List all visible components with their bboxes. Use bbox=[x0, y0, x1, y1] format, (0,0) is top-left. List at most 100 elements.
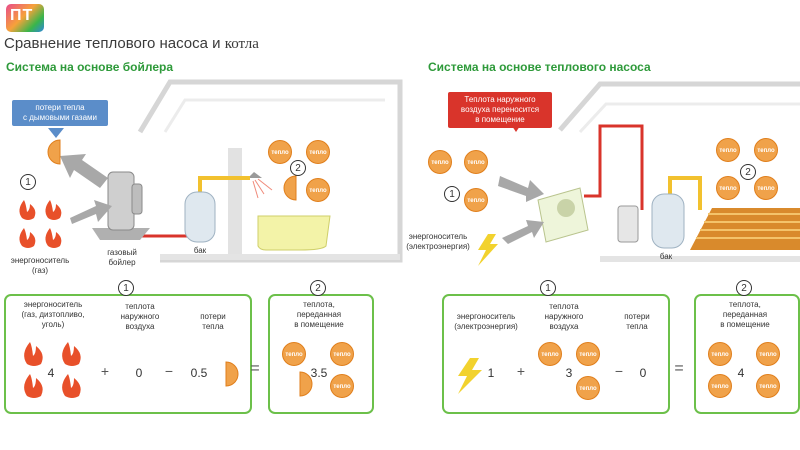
shower-head bbox=[248, 172, 262, 178]
left-energy-label: энергоноситель (газ) bbox=[10, 256, 70, 275]
left-plus: + bbox=[100, 363, 110, 379]
right-hot-pipe bbox=[668, 176, 702, 210]
right-heading: Система на основе теплового насоса bbox=[428, 60, 651, 74]
right-formula-result-label: теплота, переданная в помещение bbox=[720, 300, 770, 329]
boiler-label: газовый бойлер bbox=[107, 248, 137, 267]
heat-token: тепло bbox=[754, 138, 778, 162]
logo-text: ПТ bbox=[10, 7, 34, 24]
left-formula-energy-label: энергоноситель (газ, дизтопливо, уголь) bbox=[21, 300, 85, 329]
marker-2: 2 bbox=[310, 280, 326, 296]
heat-token: тепло bbox=[576, 342, 600, 366]
right-red-pipe bbox=[584, 124, 644, 210]
heat-token: тепло bbox=[428, 150, 452, 174]
page-title: Сравнение теплового насоса и котла bbox=[4, 35, 259, 53]
flame-icon bbox=[62, 374, 81, 398]
heat-token: тепло bbox=[330, 374, 354, 398]
flame-icon bbox=[62, 342, 81, 366]
left-tank-label: бак bbox=[193, 246, 207, 255]
loss-heat-token-half bbox=[47, 139, 61, 165]
left-house-inner bbox=[163, 98, 385, 133]
marker-2: 2 bbox=[290, 160, 306, 176]
right-equals: = bbox=[674, 360, 684, 377]
heat-token: тепло bbox=[756, 374, 780, 398]
flame-icon bbox=[45, 228, 62, 248]
left-minus: − bbox=[164, 363, 174, 379]
outdoor-heat-arrow bbox=[498, 176, 544, 202]
shower-heat-token-half bbox=[283, 175, 297, 201]
right-minus: − bbox=[614, 363, 624, 379]
right-energy-value: 1 bbox=[487, 366, 495, 380]
left-heading: Система на основе бойлера bbox=[6, 60, 174, 74]
right-tank bbox=[651, 193, 685, 249]
page-title-main: Сравнение теплового насоса и bbox=[4, 35, 221, 52]
flame-icon bbox=[45, 200, 62, 220]
marker-1: 1 bbox=[540, 280, 556, 296]
boiler-base bbox=[92, 228, 150, 240]
loss-arrow bbox=[60, 154, 108, 188]
heat-token: тепло bbox=[754, 176, 778, 200]
right-energy-label: энергоноситель (электроэнергия) bbox=[406, 232, 470, 251]
heat-pump-fan bbox=[557, 199, 575, 217]
logo: ПТ bbox=[6, 4, 44, 32]
left-hot-pipe bbox=[198, 176, 250, 195]
left-callout-tail bbox=[48, 128, 64, 138]
right-formula-energy-label: энергоноситель (электроэнергия) bbox=[454, 312, 518, 331]
heat-token: тепло bbox=[538, 342, 562, 366]
left-result-value: 3.5 bbox=[310, 366, 328, 380]
right-formula-loss-label: потери тепла bbox=[624, 312, 650, 331]
marker-2: 2 bbox=[736, 280, 752, 296]
lightning-icon bbox=[458, 358, 482, 394]
heat-token: тепло bbox=[268, 140, 292, 164]
heat-token: тепло bbox=[464, 150, 488, 174]
right-loss-value: 0 bbox=[639, 366, 647, 380]
heat-token: тепло bbox=[708, 342, 732, 366]
right-tank-label: бак bbox=[659, 252, 673, 261]
floor-stripes bbox=[696, 213, 800, 239]
right-plus: + bbox=[516, 363, 526, 379]
heat-token: тепло bbox=[716, 176, 740, 200]
heat-token: тепло bbox=[306, 178, 330, 202]
right-outdoor-value: 3 bbox=[565, 366, 573, 380]
flame-icon bbox=[24, 374, 43, 398]
left-tank bbox=[184, 191, 216, 243]
left-flames bbox=[19, 200, 62, 248]
left-energy-value: 4 bbox=[47, 366, 55, 380]
heat-token: тепло bbox=[282, 342, 306, 366]
indoor-unit bbox=[617, 205, 639, 243]
bathtub bbox=[257, 215, 331, 251]
flame-icon bbox=[24, 342, 43, 366]
right-floor bbox=[600, 256, 800, 262]
left-formula-outdoor-label: теплота наружного воздуха bbox=[120, 302, 160, 331]
right-formula-outdoor-label: теплота наружного воздуха bbox=[544, 302, 584, 331]
fuel-arrow bbox=[70, 200, 112, 224]
right-house-inner bbox=[578, 102, 800, 134]
left-equals: = bbox=[250, 360, 260, 377]
heat-token: тепло bbox=[330, 342, 354, 366]
left-outdoor-value: 0 bbox=[135, 366, 143, 380]
left-wall bbox=[228, 148, 242, 258]
result-heat-token-half bbox=[299, 371, 313, 397]
heat-token: тепло bbox=[576, 376, 600, 400]
left-formula-result-label: теплота, переданная в помещение bbox=[294, 300, 344, 329]
boiler-side bbox=[131, 183, 143, 215]
left-formula-box bbox=[4, 294, 252, 414]
heat-token: тепло bbox=[464, 188, 488, 212]
marker-2: 2 bbox=[740, 164, 756, 180]
right-house-outline bbox=[558, 81, 800, 132]
heat-token: тепло bbox=[756, 342, 780, 366]
shower-spray bbox=[252, 178, 273, 199]
flame-icon bbox=[19, 228, 36, 248]
page-title-tail: котла bbox=[224, 36, 259, 52]
marker-1: 1 bbox=[118, 280, 134, 296]
lightning-icon bbox=[478, 234, 498, 266]
left-callout: потери тепла с дымовыми газами bbox=[12, 100, 108, 126]
heat-token: тепло bbox=[716, 138, 740, 162]
electricity-arrow bbox=[502, 220, 544, 244]
right-result-value: 4 bbox=[737, 366, 745, 380]
heat-token: тепло bbox=[306, 140, 330, 164]
marker-1: 1 bbox=[20, 174, 36, 190]
